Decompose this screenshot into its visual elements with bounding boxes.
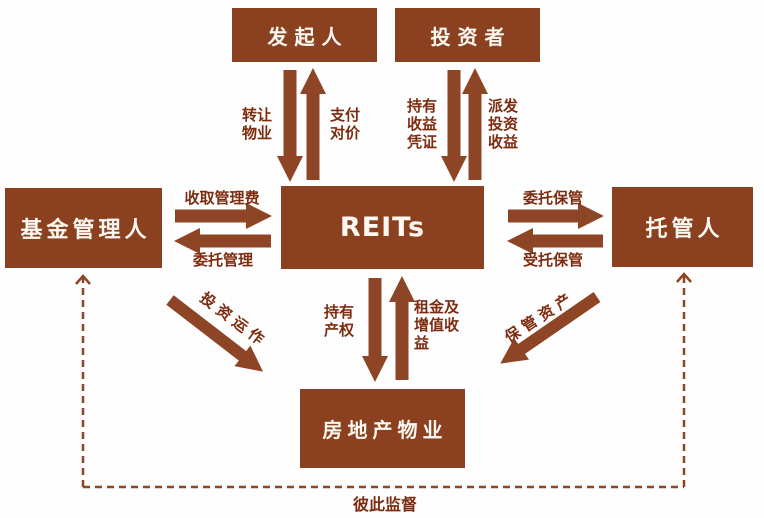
arrow-safekeep-assets <box>500 292 601 364</box>
edge-label-transfer-property: 转让 物业 <box>241 106 272 142</box>
node-investor: 投资者 <box>395 8 540 62</box>
arrow-investment-operation <box>166 295 264 372</box>
edge-label-accept-custody: 受托保管 <box>522 251 583 269</box>
edge-label-rent-income: 租金及 增值收 益 <box>414 298 460 352</box>
edge-label-pay-consideration: 支付 对价 <box>329 106 360 142</box>
edge-label-mutual-supervision: 彼此监督 <box>352 495 417 514</box>
edge-label-distribute-returns: 派发 投资 收益 <box>487 97 518 151</box>
edge-label-hold-title: 持有 产权 <box>323 303 354 339</box>
node-reits: REITs <box>281 186 484 269</box>
edge-label-entrust-management: 委托管理 <box>192 251 253 269</box>
node-property: 房地产物业 <box>300 389 465 468</box>
edge-label-collect-fee: 收取管理费 <box>184 189 260 207</box>
node-fund-manager: 基金管理人 <box>5 188 162 268</box>
edge-label-entrust-custody: 委托保管 <box>522 189 583 207</box>
edge-label-hold-certificates: 持有 收益 凭证 <box>406 97 437 151</box>
node-sponsor: 发起人 <box>232 8 377 62</box>
node-custodian: 托管人 <box>612 187 753 267</box>
